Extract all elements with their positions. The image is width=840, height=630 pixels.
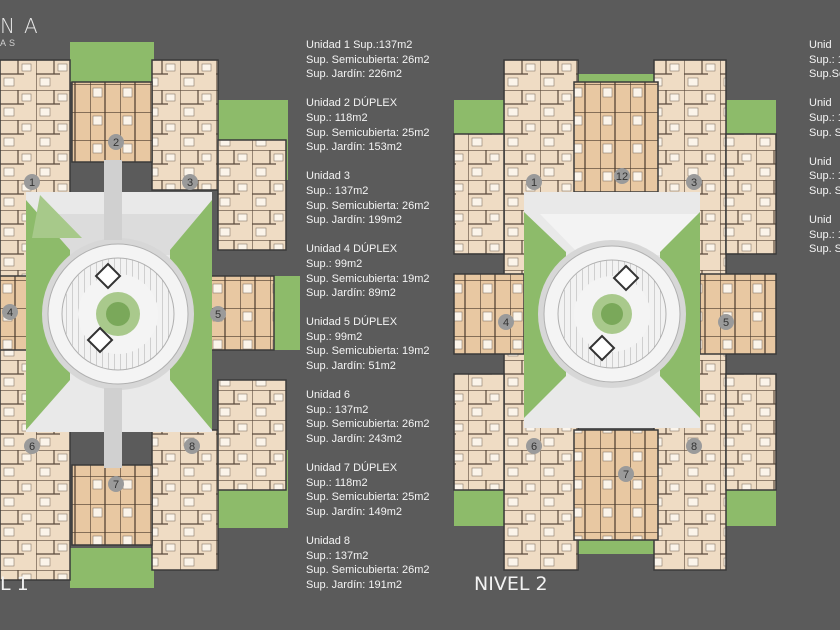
unit-info-line: Sup. Semicubierta: 26m2 bbox=[306, 53, 430, 66]
unit-info-line: Sup. Jardín: 199m2 bbox=[306, 214, 403, 227]
unit-info-line: Sup. Jardín: 51m2 bbox=[306, 360, 396, 373]
unit-info-line: Unid bbox=[809, 97, 832, 110]
unit-info-line: Sup. S bbox=[809, 126, 840, 139]
unit-marker-6: 6 bbox=[29, 441, 35, 453]
unit-marker-8: 8 bbox=[189, 441, 195, 453]
unit-info-line: Sup. Semicubierta: 19m2 bbox=[306, 272, 430, 285]
unit-info-line: Sup.: 99m2 bbox=[306, 330, 363, 343]
unit-info-line: Sup.: 118m2 bbox=[306, 111, 368, 124]
l2-unit-marker-1: 1 bbox=[531, 177, 537, 189]
unit-info-line: Sup.: 1 bbox=[809, 228, 840, 241]
unit-info-line: Sup. Jardín: 153m2 bbox=[306, 141, 403, 154]
unit-info-3: Unidad 3 Sup.: 137m2 Sup. Semicubierta: … bbox=[306, 169, 430, 227]
unit-info-line: Sup. Jardín: 89m2 bbox=[306, 287, 396, 300]
unit-marker-2: 2 bbox=[113, 137, 119, 149]
unit-info-list: Unidad 1 Sup.:137m2 Sup. Semicubierta: 2… bbox=[306, 38, 430, 607]
unit-info-line: Unid bbox=[809, 214, 832, 227]
unit-info-line: Unidad 6 bbox=[306, 389, 351, 402]
unit-info-line: Sup.: 137m2 bbox=[306, 549, 369, 562]
level-2-label: NIVEL 2 bbox=[474, 573, 548, 595]
unit-info-line: Unidad 4 DÚPLEX bbox=[306, 243, 398, 256]
unit-marker-5: 5 bbox=[215, 309, 221, 321]
unit-info-8: Unidad 8 Sup.: 137m2 Sup. Semicubierta: … bbox=[306, 534, 430, 592]
unit-info-line: Sup. Jardín: 243m2 bbox=[306, 433, 403, 446]
unit-info-line: Sup. Semicubierta: 25m2 bbox=[306, 491, 430, 504]
unit-info-line: Sup.Se bbox=[809, 68, 840, 81]
unit-info-5: Unidad 5 DÚPLEX Sup.: 99m2 Sup. Semicubi… bbox=[306, 315, 430, 373]
level-2-plan: 1 12 3 4 5 6 7 8 bbox=[453, 59, 777, 571]
l2-unit-marker-2: 12 bbox=[616, 171, 628, 183]
level-1-label: L 1 bbox=[0, 573, 29, 595]
unit-info-line: Unidad 1 Sup.:137m2 bbox=[306, 39, 413, 51]
unit-info-line: Sup.: 137m2 bbox=[306, 184, 369, 197]
unit-info-line: Sup. Jardín: 149m2 bbox=[306, 506, 403, 518]
unit-info-line: Sup. S bbox=[809, 243, 840, 256]
unit-info-line: Unidad 7 DÚPLEX bbox=[306, 462, 398, 475]
l2-unit-marker-7: 7 bbox=[623, 469, 629, 481]
unit-marker-7: 7 bbox=[113, 479, 119, 491]
l2-unit-info-3: Unid Sup.: 1 Sup. S bbox=[809, 155, 840, 199]
unit-info-7: Unidad 7 DÚPLEX Sup.: 118m2 Sup. Semicub… bbox=[306, 461, 430, 519]
unit-info-line: Sup. Semicubierta: 19m2 bbox=[306, 345, 430, 358]
unit-info-line: Unid bbox=[809, 155, 832, 168]
unit-info-line: Unidad 2 DÚPLEX bbox=[306, 97, 398, 110]
l2-unit-marker-5: 5 bbox=[723, 317, 729, 329]
l2-unit-info-2: Unid Sup.: 1 Sup. S bbox=[809, 96, 840, 140]
l2-unit-marker-3: 3 bbox=[691, 177, 697, 189]
unit-info-line: Sup. Semicubierta: 26m2 bbox=[306, 564, 430, 577]
unit-info-line: Sup.: 1 bbox=[809, 53, 840, 66]
unit-info-line: Sup. Semicubierta: 26m2 bbox=[306, 199, 430, 212]
l2-unit-marker-4: 4 bbox=[503, 317, 509, 329]
unit-info-line: Sup.: 118m2 bbox=[306, 476, 368, 489]
unit-info-line: Sup. Jardín: 191m2 bbox=[306, 578, 403, 591]
unit-info-line: Unidad 3 bbox=[306, 170, 351, 183]
unit-info-line: Sup.: 137m2 bbox=[306, 403, 369, 416]
unit-info-2: Unidad 2 DÚPLEX Sup.: 118m2 Sup. Semicub… bbox=[306, 96, 430, 154]
level-2-unit-info-list: Unid Sup.: 1 Sup.Se Unid Sup.: 1 Sup. S … bbox=[809, 38, 840, 272]
level-1-plan: 1 2 3 4 5 6 7 8 bbox=[0, 42, 300, 588]
unit-info-6: Unidad 6 Sup.: 137m2 Sup. Semicubierta: … bbox=[306, 388, 430, 446]
l2-unit-info-4: Unid Sup.: 1 Sup. S bbox=[809, 213, 840, 257]
unit-info-line: Sup.: 99m2 bbox=[306, 257, 363, 270]
unit-marker-4: 4 bbox=[7, 307, 13, 319]
unit-info-1: Unidad 1 Sup.:137m2 Sup. Semicubierta: 2… bbox=[306, 38, 430, 82]
brand-logo: NA bbox=[0, 14, 47, 38]
brand-subtitle: AS bbox=[0, 38, 19, 48]
unit-info-line: Unidad 5 DÚPLEX bbox=[306, 316, 398, 329]
unit-info-line: Unidad 8 bbox=[306, 535, 351, 548]
l2-unit-info-1: Unid Sup.: 1 Sup.Se bbox=[809, 38, 840, 82]
unit-info-line: Sup.: 1 bbox=[809, 111, 840, 124]
unit-info-4: Unidad 4 DÚPLEX Sup.: 99m2 Sup. Semicubi… bbox=[306, 242, 430, 300]
unit-info-line: Unid bbox=[809, 39, 832, 51]
unit-marker-3: 3 bbox=[187, 177, 193, 189]
unit-info-line: Sup. S bbox=[809, 184, 840, 197]
unit-info-line: Sup. Semicubierta: 26m2 bbox=[306, 418, 430, 431]
l2-unit-marker-8: 8 bbox=[691, 441, 697, 453]
unit-marker-1: 1 bbox=[29, 177, 35, 189]
unit-info-line: Sup.: 1 bbox=[809, 170, 840, 183]
unit-info-line: Sup. Jardín: 226m2 bbox=[306, 68, 403, 81]
unit-info-line: Sup. Semicubierta: 25m2 bbox=[306, 126, 430, 139]
l2-unit-marker-6: 6 bbox=[531, 441, 537, 453]
